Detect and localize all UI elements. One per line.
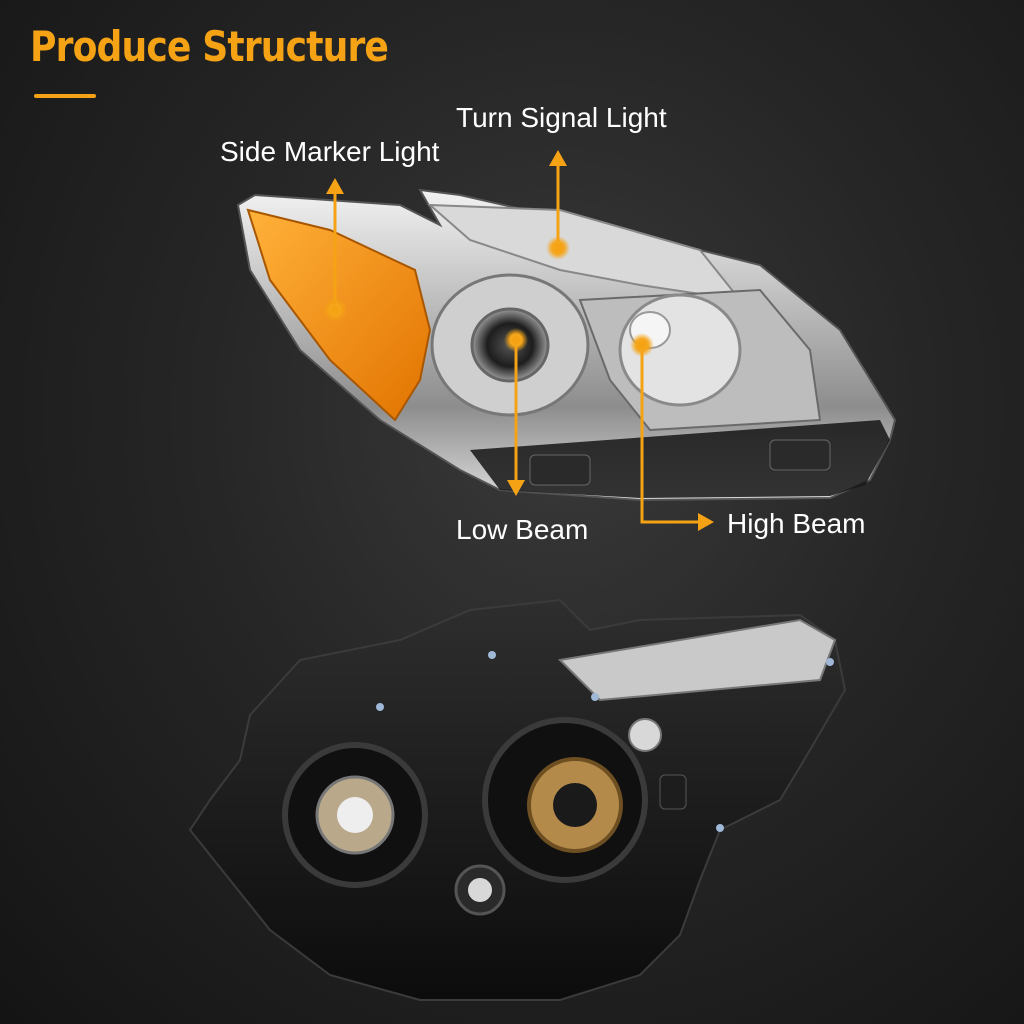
headlight-rear-view — [188, 598, 847, 1001]
low-beam-label: Low Beam — [456, 514, 589, 545]
turn-signal-lens — [427, 203, 743, 302]
title-underline — [34, 94, 96, 98]
high-beam-label: High Beam — [727, 508, 866, 539]
callout-arrowheads — [326, 150, 714, 531]
side-marker-light-label: Side Marker Light — [220, 136, 440, 167]
page-title: Produce Structure — [30, 22, 389, 71]
callout-dots — [323, 236, 654, 357]
callout-lines — [333, 162, 700, 524]
headlight-front-view — [236, 188, 897, 502]
turn-signal-light-label: Turn Signal Light — [456, 102, 667, 133]
